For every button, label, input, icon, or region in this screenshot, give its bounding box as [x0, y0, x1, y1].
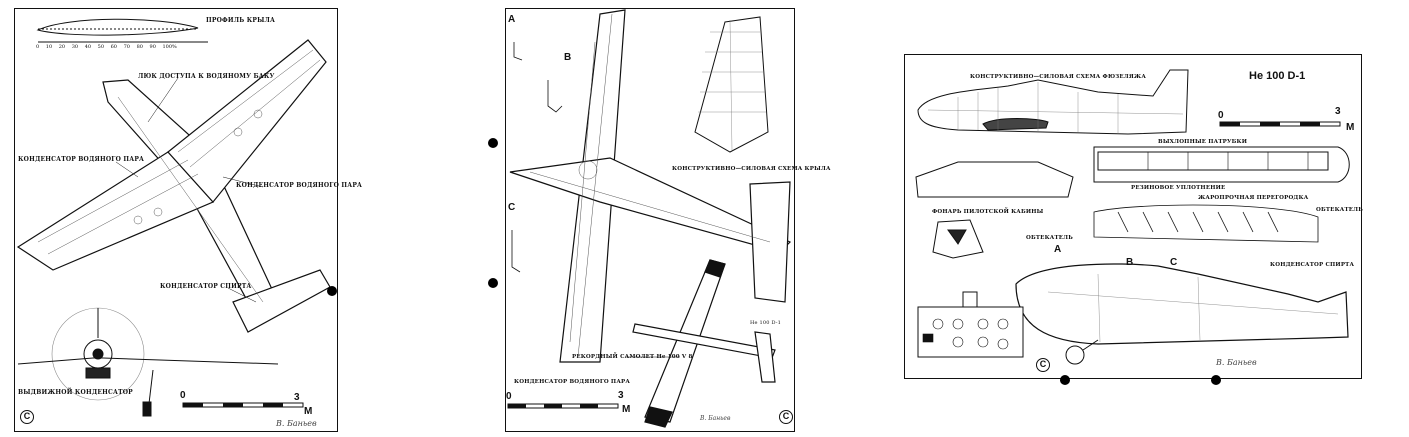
canopy-drawing: [915, 161, 1074, 259]
wing-profile-drawing: [36, 18, 208, 43]
silhouette-label: Не 100 D-1: [750, 320, 782, 326]
right-section-c: C: [1170, 257, 1178, 268]
punch-hole: [1060, 375, 1070, 385]
steam-condenser-left-label: КОНДЕНСАТОР ВОДЯНОГО ПАРА: [18, 156, 145, 163]
right-scale-max: 3: [1335, 106, 1341, 117]
middle-steam-condenser-label: КОНДЕНСАТОР ВОДЯНОГО ПАРА: [514, 379, 631, 385]
profile-tick: 80: [136, 44, 143, 50]
right-scale-bar: [1219, 121, 1341, 127]
middle-drawing: [507, 9, 792, 428]
left-scale-zero: 0: [180, 390, 186, 401]
profile-tick: 100%: [162, 44, 177, 50]
fuselage-structure-label: КОНСТРУКТИВНО—СИЛОВАЯ СХЕМА ФЮЗЕЛЯЖА: [970, 74, 1146, 80]
front-view-aircraft: [17, 307, 279, 417]
sheet-left: ПРОФИЛЬ КРЫЛА 0 10 20 30 40 50 60 70 80 …: [8, 2, 362, 435]
left-scale-unit: М: [304, 406, 313, 417]
profile-tick: 40: [84, 44, 92, 50]
middle-copyright-mark: C: [779, 410, 793, 424]
section-a-marker: A: [508, 14, 516, 25]
left-drawing: [16, 18, 331, 417]
profile-tick: 10: [45, 44, 53, 50]
section-b-marker: B: [564, 52, 572, 63]
fire-wall-label: ЖАРОПРОЧНАЯ ПЕРЕГОРОДКА: [1198, 195, 1309, 201]
profile-tick: 0: [36, 44, 40, 50]
cockpit-panel-drawing: [917, 291, 1024, 358]
punch-hole: [1211, 375, 1221, 385]
punch-hole: [488, 138, 498, 148]
right-scale-zero: 0: [1218, 110, 1224, 121]
left-scale-max: 3: [294, 392, 300, 403]
exhaust-drawing: [1093, 146, 1350, 183]
spirit-condenser-label: КОНДЕНСАТОР СПИРТА: [160, 283, 252, 290]
wing-profile-label: ПРОФИЛЬ КРЫЛА: [206, 17, 276, 24]
right-drawing: [915, 69, 1350, 365]
section-c-marker: C: [508, 202, 516, 213]
right-section-a: A: [1054, 244, 1062, 255]
profile-tick: 90: [149, 44, 156, 50]
sheet-middle-frame: [505, 8, 795, 432]
right-model-title: Не 100 D-1: [1249, 70, 1306, 82]
right-section-b: B: [1126, 257, 1134, 268]
middle-scale-unit: М: [622, 404, 631, 415]
record-plane-silhouette: [632, 259, 776, 428]
sheet-right: Не 100 D-1 КОНСТРУКТИВНО—СИЛОВАЯ СХЕМА Ф…: [898, 52, 1368, 382]
side-view-aircraft: [1015, 263, 1349, 345]
middle-signature: В. Баньев: [700, 415, 731, 422]
profile-ticks: 0 10 20 30 40 50 60 70 80 90 100%: [36, 44, 177, 50]
middle-scale-zero: 0: [506, 391, 512, 402]
middle-scale-bar: [507, 403, 619, 409]
fairing-left-label: ОБТЕКАТЕЛЬ: [1026, 235, 1073, 241]
punch-hole: [488, 278, 498, 288]
right-copyright-mark: C: [1036, 358, 1050, 372]
right-spirit-condenser-label: КОНДЕНСАТОР СПИРТА: [1270, 262, 1355, 268]
left-copyright-mark: C: [20, 410, 34, 424]
punch-hole: [327, 286, 337, 296]
exhaust-pipes-label: ВЫХЛОПНЫЕ ПАТРУБКИ: [1158, 139, 1248, 145]
water-tank-hatch-label: ЛЮК ДОСТУПА К ВОДЯНОМУ БАКУ: [138, 73, 275, 80]
rubber-seal-label: РЕЗИНОВОЕ УПЛОТНЕНИЕ: [1131, 185, 1226, 191]
fuselage-structure-drawing: [917, 69, 1189, 135]
record-plane-label: РЕКОРДНЫЙ САМОЛЕТ Не 100 V 8: [572, 354, 693, 360]
right-scale-unit: М: [1346, 122, 1355, 133]
fairing-right-label: ОБТЕКАТЕЛЬ: [1316, 207, 1363, 213]
wing-structure-drawing: [694, 16, 769, 153]
profile-tick: 60: [110, 44, 117, 50]
left-signature: В. Баньев: [276, 419, 317, 428]
canopy-label: ФОНАРЬ ПИЛОТСКОЙ КАБИНЫ: [932, 209, 1044, 215]
retractable-condenser-label: ВЫДВИЖНОЙ КОНДЕНСАТОР: [18, 389, 133, 396]
sheet-middle: A B C КОНСТРУКТИВНО—СИЛОВАЯ СХЕМА КРЫЛА …: [500, 2, 830, 435]
sheet-right-frame: [904, 54, 1362, 379]
profile-tick: 50: [97, 44, 105, 50]
right-signature: В. Баньев: [1216, 358, 1257, 367]
sheet-left-frame: [14, 8, 338, 432]
left-scale-bar: [182, 402, 304, 408]
profile-tick: 30: [71, 44, 79, 50]
wing-structure-label: КОНСТРУКТИВНО—СИЛОВАЯ СХЕМА КРЫЛА: [672, 166, 831, 172]
profile-tick: 70: [123, 44, 130, 50]
profile-tick: 20: [58, 44, 66, 50]
middle-scale-max: 3: [618, 390, 624, 401]
steam-condenser-right-label: КОНДЕНСАТОР ВОДЯНОГО ПАРА: [236, 182, 363, 189]
